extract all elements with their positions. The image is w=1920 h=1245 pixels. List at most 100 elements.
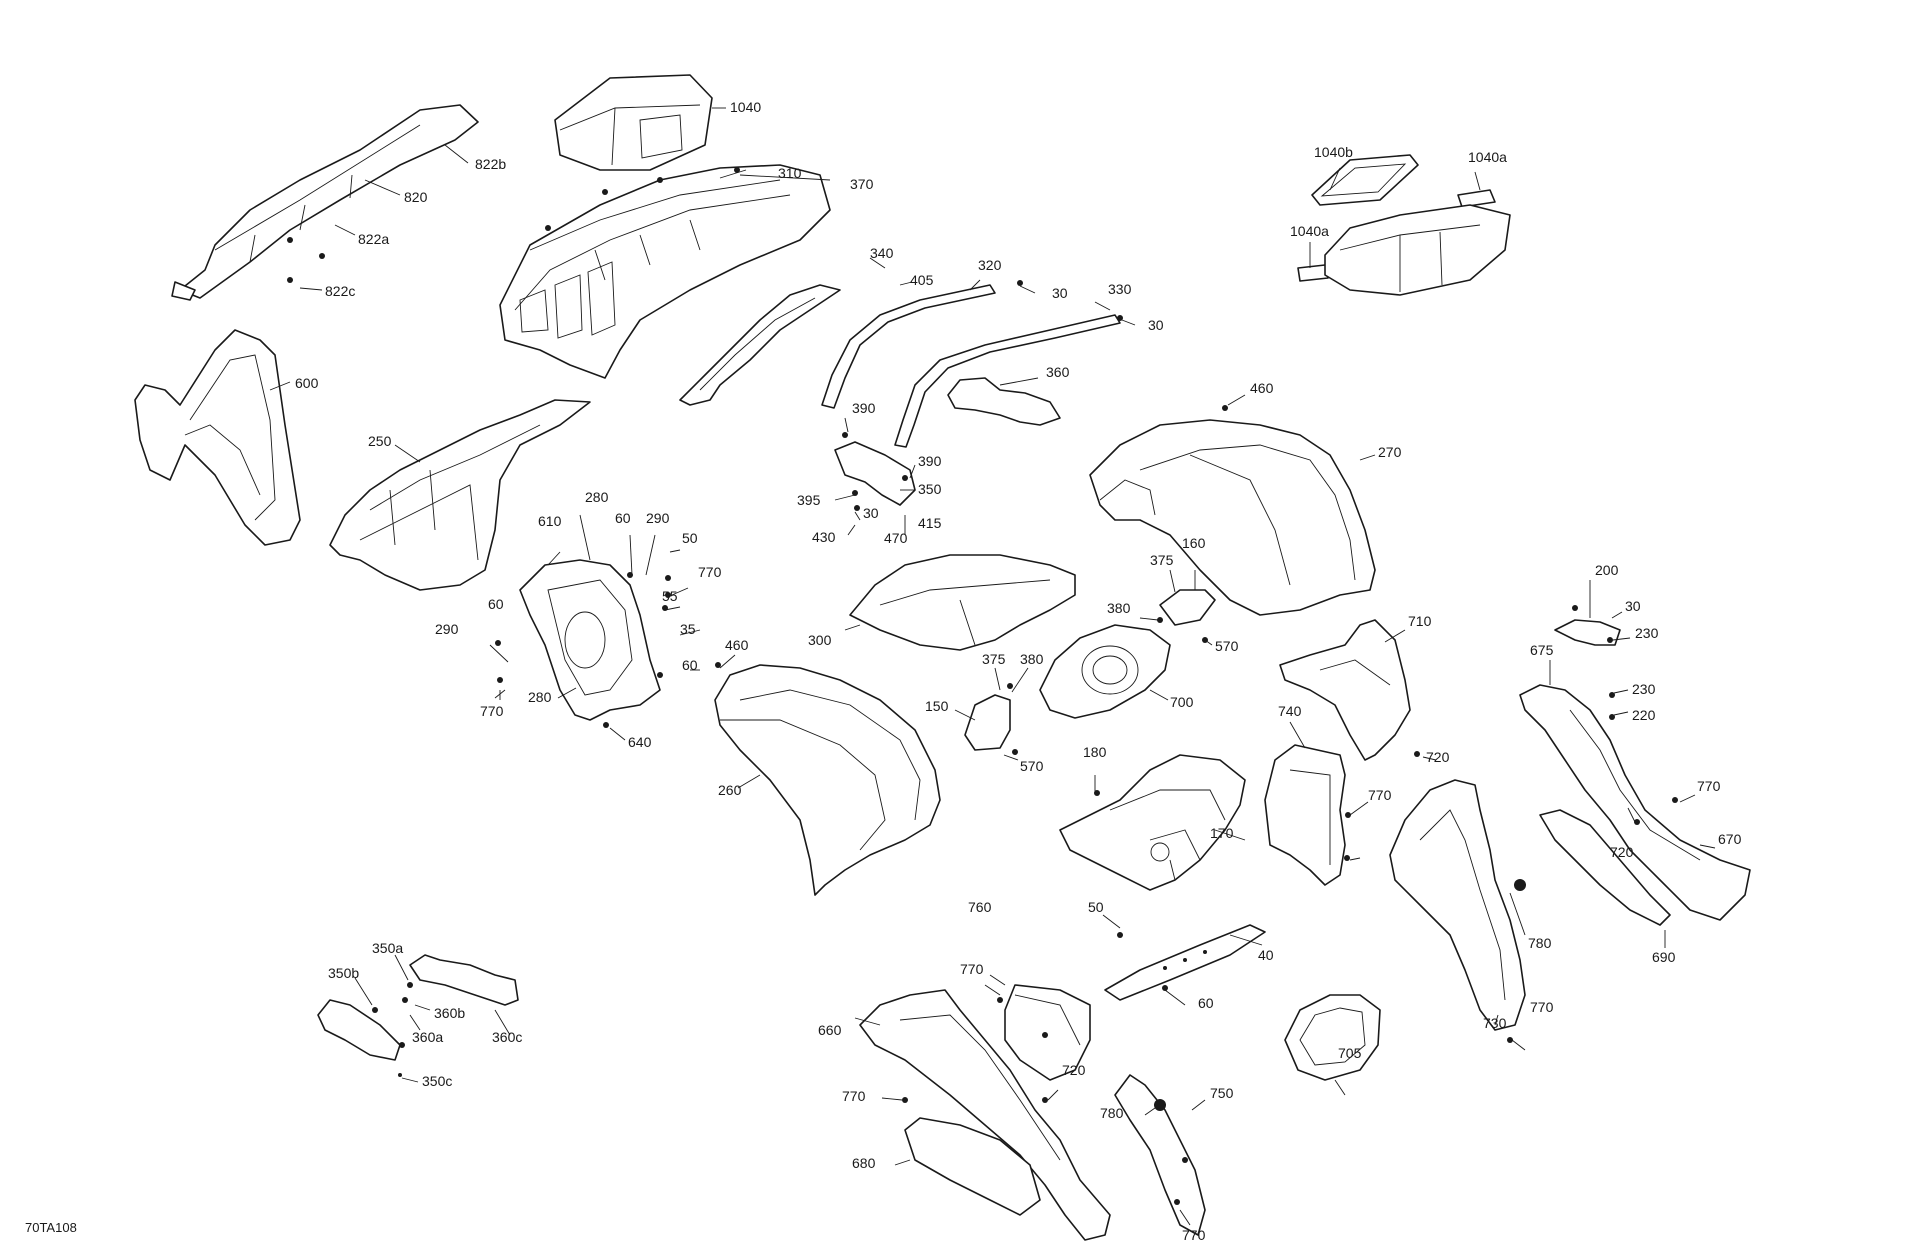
part-350-bracket [834,441,916,506]
callout-740: 740 [1278,703,1302,719]
callout-360a: 360a [412,1029,443,1045]
callout-350a: 350a [372,940,403,956]
callout-770-c: 770 [1368,787,1392,803]
callout-680: 680 [852,1155,876,1171]
callout-570-b: 570 [1020,758,1044,774]
callout-330: 330 [1108,281,1132,297]
callout-280-a: 280 [585,489,609,505]
callout-50-a: 50 [682,530,698,546]
callout-200: 200 [1595,562,1619,578]
callout-760: 760 [968,899,992,915]
callout-370: 370 [850,176,874,192]
callout-55: 55 [662,588,678,604]
part-250-inner-fender [329,399,591,591]
part-150-cover [964,694,1011,751]
callout-360b: 360b [434,1005,465,1021]
part-1040-box-right [1324,204,1511,296]
callout-340: 340 [870,245,894,261]
callout-160: 160 [1182,535,1206,551]
callout-1040a-side: 1040a [1290,223,1329,239]
part-260-front-fender [714,664,941,896]
callout-230-b: 230 [1632,681,1656,697]
part-1040b-seal [1311,154,1419,206]
callout-750: 750 [1210,1085,1234,1101]
callout-660: 660 [818,1022,842,1038]
callout-770-d: 770 [1697,778,1721,794]
callout-390-a: 390 [852,400,876,416]
part-160-cover [1159,589,1216,626]
callout-770-h: 770 [1182,1227,1206,1243]
callout-705: 705 [1338,1045,1362,1061]
callout-30-d: 30 [1625,598,1641,614]
leader-lines [269,107,1716,1226]
part-1040a-latch [1297,189,1496,282]
callout-230-a: 230 [1635,625,1659,641]
callout-250: 250 [368,433,392,449]
callout-150: 150 [925,698,949,714]
callout-770-e: 770 [1530,999,1554,1015]
callout-1040a-top: 1040a [1468,149,1507,165]
part-760-bracket [1004,984,1091,1081]
callout-780-a: 780 [1528,935,1552,951]
callout-360: 360 [1046,364,1070,380]
callout-60-c: 60 [682,657,698,673]
callout-460-a: 460 [1250,380,1274,396]
part-310-rear-rack [499,164,831,379]
part-705-display [1284,994,1381,1081]
part-170-front-frame [1059,754,1246,891]
callout-35: 35 [680,621,696,637]
part-300-side-cover [849,554,1076,651]
callout-720-b: 720 [1610,844,1634,860]
callout-390-b: 390 [918,453,942,469]
callout-822b: 822b [475,156,506,172]
callout-770-g: 770 [842,1088,866,1104]
callout-320: 320 [978,257,1002,273]
callout-470: 470 [884,530,908,546]
part-600-side-panel [134,329,301,546]
callout-60-b: 60 [488,596,504,612]
part-350-360-bracket-assembly [317,954,519,1061]
part-330-grab-bar [894,314,1121,448]
part-280-bracket-plate [519,559,661,721]
callout-30-c: 30 [863,505,879,521]
callout-30-b: 30 [1148,317,1164,333]
callout-310: 310 [778,165,802,181]
callout-720-a: 720 [1426,749,1450,765]
part-820-rear-support [171,104,479,301]
part-200-bracket [1554,619,1621,646]
callout-395: 395 [797,492,821,508]
callout-1040b: 1040b [1314,144,1353,160]
callout-60-d: 60 [1198,995,1214,1011]
callout-375-a: 375 [1150,552,1174,568]
callout-700: 700 [1170,694,1194,710]
callout-50-b: 50 [1088,899,1104,915]
callout-780-b: 780 [1100,1105,1124,1121]
part-690-lower-panel [1539,809,1671,926]
part-1040-storage-box [554,74,713,171]
callout-60-a: 60 [615,510,631,526]
callout-180: 180 [1083,744,1107,760]
part-670-side-panel [1519,684,1751,921]
callout-290-a: 290 [646,510,670,526]
drawing-code: 70TA108 [25,1220,77,1235]
callout-labels: 1040 822b 820 822a 822c 310 370 1040b 10… [25,99,1742,1243]
callout-822a: 822a [358,231,389,247]
callout-405: 405 [910,272,934,288]
callout-375-b: 375 [982,651,1006,667]
callout-260: 260 [718,782,742,798]
callout-640: 640 [628,734,652,750]
callout-675: 675 [1530,642,1554,658]
callout-350c: 350c [422,1073,452,1089]
callout-610: 610 [538,513,562,529]
callout-1040: 1040 [730,99,761,115]
callout-350: 350 [918,481,942,497]
callout-380-b: 380 [1020,651,1044,667]
callout-300: 300 [808,632,832,648]
part-680-lower-cover [904,1117,1041,1216]
part-700-console [1039,624,1171,719]
callout-40: 40 [1258,947,1274,963]
callout-360c: 360c [492,1029,522,1045]
callout-690: 690 [1652,949,1676,965]
callout-30-a: 30 [1052,285,1068,301]
